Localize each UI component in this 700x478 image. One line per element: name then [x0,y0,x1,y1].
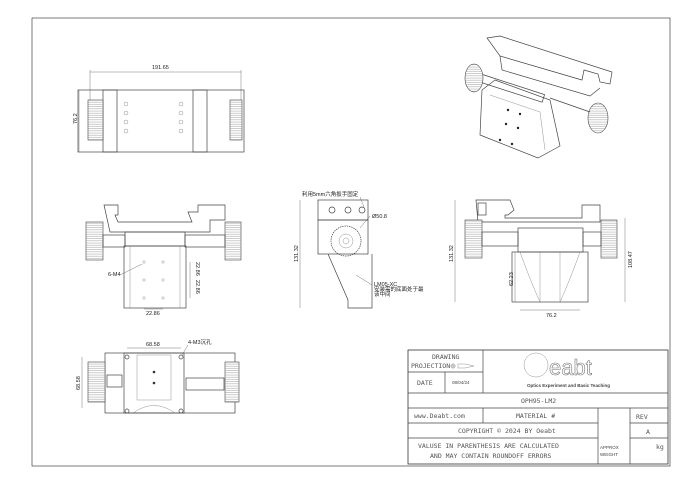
side-view: 131.32 利用5mm六角扳手固定 Ø50.8 LM05-XC 安装需的底面处… [294,190,424,309]
bottom-view: 68.58 4-M3沉孔 68.58 [76,338,240,414]
note-hex-wrench: 利用5mm六角扳手固定 [302,190,359,198]
dim-bottom-height: 68.58 [76,376,82,390]
dim-front-spacing-2: 22.86 [194,280,200,294]
dim-top-height: 76.2 [73,113,79,124]
rear-view: 131.32 108.47 62.23 76.2 [449,199,634,319]
title-block: DRAWING PROJECTION DATE 08/04/24 eabt Op… [407,349,669,465]
oeabt-logo: eabt [523,352,592,380]
date-label: DATE [417,379,433,387]
date-value: 08/04/24 [452,380,470,385]
isometric-view [464,35,613,159]
dim-rear-height-2: 108.47 [628,251,634,268]
weight-label: WEIGHT [600,452,618,457]
part-number: OPH95-LM2 [521,397,556,405]
rev-value: A [646,428,650,436]
dim-top-width: 191.65 [152,65,169,71]
sheet-border [31,17,671,467]
tagline: Optics Experiment and Basic Teaching [527,383,610,388]
dim-rear-height: 131.32 [449,245,455,262]
svg-text:eabt: eabt [549,355,592,380]
website: www.Deabt.com [414,412,465,420]
drawing-label: DRAWING [432,353,459,361]
label-4-m3: 4-M3沉孔 [188,338,212,346]
material-label: MATERIAL # [516,412,555,420]
note-center: 该中间 [374,290,391,298]
rev-label: REV [636,413,648,421]
dim-front-spacing-1: 22.86 [194,262,200,276]
note-line-2: AND MAY CONTAIN ROUNDOFF ERRORS [430,452,551,460]
front-view: 6-M4 22.86 22.86 22.86 [85,204,242,317]
weight-unit: kg [656,443,664,451]
dim-side-height: 131.32 [294,245,300,262]
note-install: 安装需的底面处于最 [374,285,424,293]
dim-rear-width: 76.2 [546,313,557,319]
label-6-m4: 6-M4 [108,272,121,278]
dim-bottom-spacing: 68.58 [146,342,160,348]
projection-label: PROJECTION [411,362,450,370]
note-line-1: VALUSE IN PARENTHESIS ARE CALCULATED [418,442,559,450]
copyright: COPYRIGHT © 2024 BY Oeabt [458,427,556,435]
projection-symbol-icon [450,363,475,369]
dim-front-bottom: 22.86 [146,311,160,317]
dim-rear-inner: 62.23 [509,272,515,286]
approx-label: APPROX [600,445,619,450]
note-lm05: LM05-XC [374,282,397,288]
top-view: 191.65 76.2 [73,65,245,153]
dim-side-diameter: Ø50.8 [372,214,387,220]
